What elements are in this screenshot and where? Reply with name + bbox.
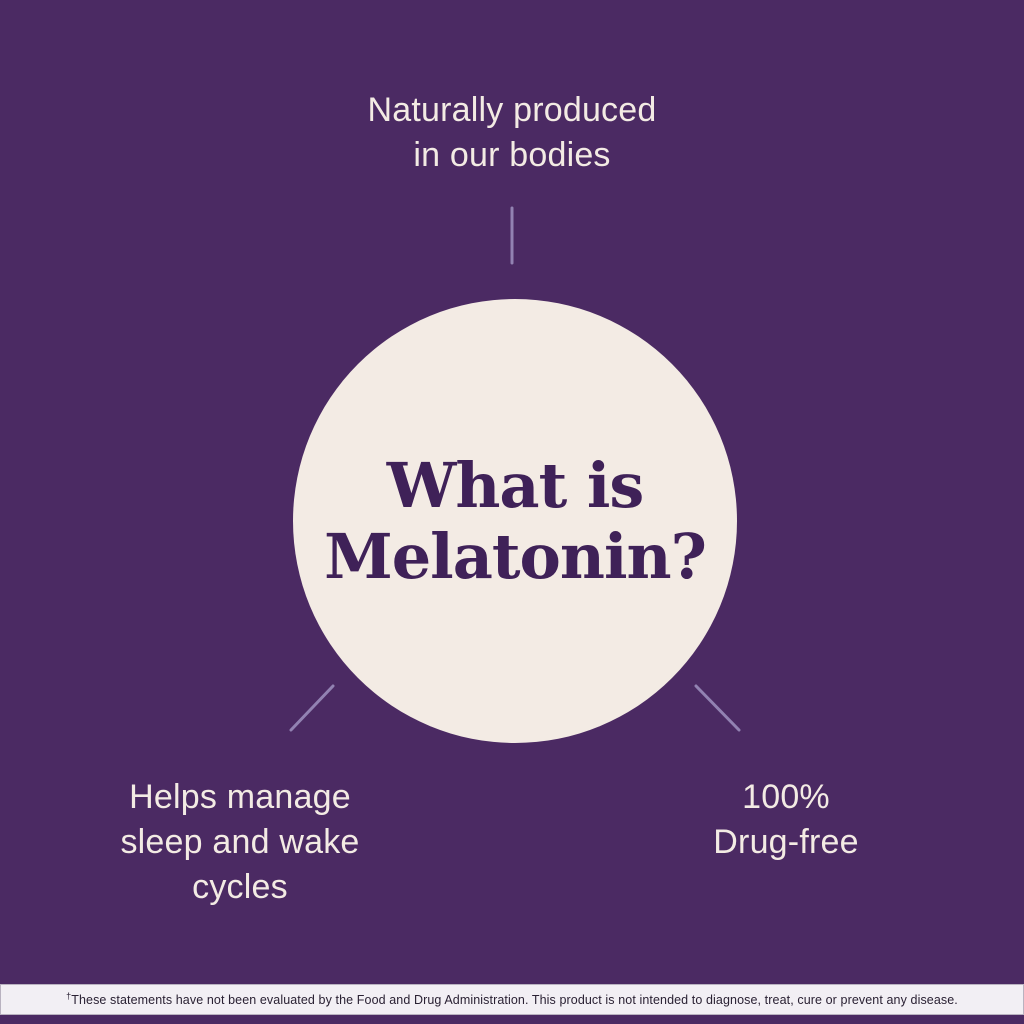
title-line: Melatonin? — [324, 520, 707, 593]
disclaimer-text: †These statements have not been evaluate… — [66, 991, 958, 1007]
connector-bottom-left-line — [289, 684, 335, 732]
label-line: Naturally produced — [367, 91, 657, 129]
label-line: 100% — [742, 778, 830, 816]
disclaimer-body: These statements have not been evaluated… — [71, 993, 958, 1008]
label-naturally-produced: Naturally produced in our bodies — [0, 88, 1024, 178]
title-line: What is — [386, 448, 645, 522]
label-line: sleep and wake — [120, 822, 360, 861]
connector-bottom-right-line — [694, 684, 741, 732]
label-line: in our bodies — [413, 135, 611, 174]
label-line: cycles — [192, 867, 288, 906]
dagger-symbol: † — [66, 991, 72, 1002]
center-circle: What is Melatonin? — [293, 299, 737, 743]
page-title: What is Melatonin? — [324, 448, 707, 593]
label-line: Drug-free — [713, 822, 859, 861]
label-line: Helps manage — [129, 778, 351, 816]
label-helps-manage: Helps manage sleep and wake cycles — [40, 775, 440, 910]
label-drug-free: 100% Drug-free — [616, 775, 956, 865]
disclaimer-bar: †These statements have not been evaluate… — [0, 984, 1024, 1015]
